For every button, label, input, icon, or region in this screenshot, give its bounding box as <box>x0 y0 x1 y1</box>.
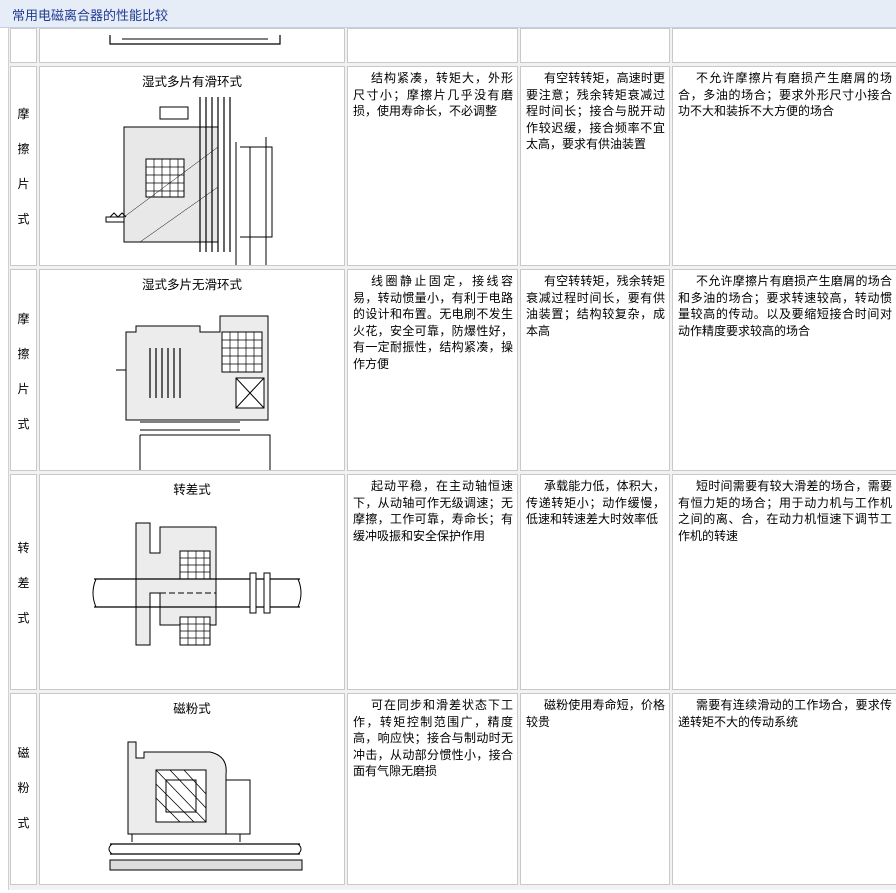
advantages-text: 可在同步和滑差状态下工作，转矩控制范围广，精度高，响应快；接合与制动时无冲击，从… <box>353 698 513 778</box>
category-char: 摩 <box>17 107 30 121</box>
top-advantages-cell <box>347 28 518 63</box>
clutch-diagram-cell: 湿式多片无滑环式 <box>39 269 345 471</box>
application-cell: 需要有连续滑动的工作场合，要求传递转矩不大的传动系统 <box>672 693 896 885</box>
wet-multiplate-no-slipring-diagram <box>116 315 271 470</box>
title-bar: 常用电磁离合器的性能比较 <box>0 0 896 28</box>
category-char: 式 <box>17 417 30 431</box>
wet-multiplate-slipring-diagram <box>105 97 273 265</box>
disadvantages-cell: 承载能力低，体积大，传递转矩小；动作缓慢，低速和转速差大时效率低 <box>520 474 670 690</box>
advantages-cell: 结构紧凑，转矩大，外形尺寸小；摩擦片几乎没有磨损，使用寿命长，不必调整 <box>347 66 518 266</box>
clutch-type-name: 转差式 <box>173 482 211 497</box>
disadvantages-cell: 有空转转矩，高速时更要注意；残余转矩衰减过程时间长；接合与脱开动作较迟缓，接合频… <box>520 66 670 266</box>
category-char: 粉 <box>17 781 30 795</box>
disadvantages-text: 承载能力低，体积大，传递转矩小；动作缓慢，低速和转速差大时效率低 <box>526 479 665 526</box>
category-char: 式 <box>17 816 30 830</box>
comparison-table: 摩 擦 片 式 湿式多片有滑环式 结构紧凑，转矩大，外形尺寸小；摩擦片几乎没有磨… <box>8 28 896 890</box>
disadvantages-text: 磁粉使用寿命短，价格较贵 <box>526 698 665 729</box>
disadvantages-cell: 有空转转矩，残余转矩衰减过程时间长，要有供油装置；结构较复杂，成本高 <box>520 269 670 471</box>
application-cell: 不允许摩擦片有磨损产生磨屑的场合和多油的场合；要求转速较高，转动惯量较高的传动。… <box>672 269 896 471</box>
advantages-cell: 可在同步和滑差状态下工作，转矩控制范围广，精度高，响应快；接合与制动时无冲击，从… <box>347 693 518 885</box>
category-char: 差 <box>17 576 30 590</box>
magnetic-powder-diagram <box>108 741 303 871</box>
top-application-cell <box>672 28 896 63</box>
category-char: 片 <box>17 382 30 396</box>
advantages-cell: 线圈静止固定，接线容易，转动惯量小，有利于电路的设计和布置。无电刷不发生火花，安… <box>347 269 518 471</box>
application-text: 需要有连续滑动的工作场合，要求传递转矩不大的传动系统 <box>678 698 892 729</box>
clutch-diagram-cell: 磁粉式 <box>39 693 345 885</box>
category-cell: 摩 擦 片 式 <box>10 66 37 266</box>
advantages-text: 起动平稳，在主动轴恒速下，从动轴可作无级调速；无摩擦，工作可靠，寿命长；有缓冲吸… <box>353 479 513 543</box>
category-char: 片 <box>17 177 30 191</box>
top-diagram-cell <box>39 28 345 63</box>
category-char: 擦 <box>17 142 30 156</box>
clutch-type-name: 湿式多片无滑环式 <box>141 277 242 292</box>
category-char: 摩 <box>17 312 30 326</box>
advantages-text: 结构紧凑，转矩大，外形尺寸小；摩擦片几乎没有磨损，使用寿命长，不必调整 <box>353 71 513 118</box>
category-char: 转 <box>17 541 30 555</box>
application-cell: 不允许摩擦片有磨损产生磨屑的场合，多油的场合；要求外形尺寸小接合功不大和装拆不大… <box>672 66 896 266</box>
advantages-cell: 起动平稳，在主动轴恒速下，从动轴可作无级调速；无摩擦，工作可靠，寿命长；有缓冲吸… <box>347 474 518 690</box>
top-category-cell <box>10 28 37 63</box>
disadvantages-cell: 磁粉使用寿命短，价格较贵 <box>520 693 670 885</box>
category-cell: 磁 粉 式 <box>10 693 37 885</box>
top-disadvantages-cell <box>520 28 670 63</box>
clutch-type-name: 湿式多片有滑环式 <box>141 74 242 89</box>
category-char: 式 <box>17 611 30 625</box>
disadvantages-text: 有空转转矩，残余转矩衰减过程时间长，要有供油装置；结构较复杂，成本高 <box>526 274 665 338</box>
category-char: 式 <box>17 212 30 226</box>
category-char: 擦 <box>17 347 30 361</box>
category-char: 磁 <box>17 746 30 760</box>
application-text: 短时间需要有较大滑差的场合，需要有恒力矩的场合；用于动力机与工作机之间的离、合，… <box>678 479 892 543</box>
clutch-diagram-cell: 湿式多片有滑环式 <box>39 66 345 266</box>
clutch-diagram-cell: 转差式 <box>39 474 345 690</box>
clutch-type-name: 磁粉式 <box>173 701 211 716</box>
slip-type-diagram <box>92 522 302 646</box>
partial-diagram <box>109 35 281 45</box>
disadvantages-text: 有空转转矩，高速时更要注意；残余转矩衰减过程时间长；接合与脱开动作较迟缓，接合频… <box>526 71 665 151</box>
application-cell: 短时间需要有较大滑差的场合，需要有恒力矩的场合；用于动力机与工作机之间的离、合，… <box>672 474 896 690</box>
application-text: 不允许摩擦片有磨损产生磨屑的场合，多油的场合；要求外形尺寸小接合功不大和装拆不大… <box>678 71 892 118</box>
page-title: 常用电磁离合器的性能比较 <box>12 9 169 24</box>
advantages-text: 线圈静止固定，接线容易，转动惯量小，有利于电路的设计和布置。无电刷不发生火花，安… <box>353 274 513 371</box>
application-text: 不允许摩擦片有磨损产生磨屑的场合和多油的场合；要求转速较高，转动惯量较高的传动。… <box>678 274 892 338</box>
category-cell: 转 差 式 <box>10 474 37 690</box>
category-cell: 摩 擦 片 式 <box>10 269 37 471</box>
